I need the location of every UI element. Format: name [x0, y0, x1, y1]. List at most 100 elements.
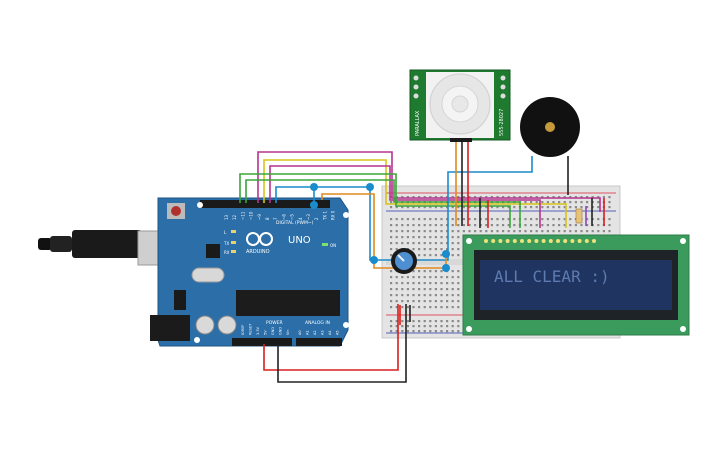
digital-pin-label: ~9 — [257, 214, 262, 220]
breadboard-hole — [429, 254, 432, 257]
breadboard-hole — [395, 218, 398, 221]
breadboard-hole — [446, 294, 449, 297]
breadboard-hole — [440, 300, 443, 303]
breadboard-hole — [485, 230, 488, 233]
arduino-board[interactable]: ARDUINO UNO DIGITAL (PWM~) POWER ANALOG … — [150, 197, 349, 347]
breadboard-hole — [541, 206, 544, 209]
breadboard-hole — [451, 288, 454, 291]
breadboard-hole — [524, 201, 527, 204]
breadboard-hole — [406, 230, 409, 233]
breadboard-hole — [541, 230, 544, 233]
breadboard-hole — [401, 230, 404, 233]
wire-orange — [321, 193, 398, 269]
breadboard-hole — [569, 218, 572, 221]
digital-header[interactable] — [200, 200, 330, 208]
led-tx-label: TX — [223, 241, 229, 246]
breadboard-hole — [586, 196, 589, 199]
potentiometer-icon[interactable] — [391, 248, 417, 274]
breadboard-hole — [457, 236, 460, 239]
breadboard-hole — [390, 248, 393, 251]
breadboard-hole — [496, 206, 499, 209]
breadboard-hole — [440, 218, 443, 221]
breadboard-hole — [412, 330, 415, 333]
breadboard-hole — [462, 218, 465, 221]
breadboard-hole — [530, 201, 533, 204]
wire-5v — [263, 304, 399, 371]
breadboard-hole — [457, 218, 460, 221]
breadboard-hole — [423, 224, 426, 227]
breadboard-hole — [451, 224, 454, 227]
lcd-pin — [498, 239, 503, 243]
breadboard-hole — [591, 196, 594, 199]
breadboard-hole — [485, 196, 488, 199]
breadboard-hole — [502, 218, 505, 221]
breadboard-hole — [418, 300, 421, 303]
breadboard-hole — [597, 224, 600, 227]
breadboard-hole — [602, 230, 605, 233]
led-rx-label: RX — [224, 250, 230, 255]
analog-header[interactable] — [296, 338, 342, 346]
breadboard-hole — [507, 218, 510, 221]
breadboard-hole — [406, 224, 409, 227]
breadboard-hole — [418, 294, 421, 297]
breadboard-hole — [597, 218, 600, 221]
breadboard-hole — [608, 224, 611, 227]
led-l-label: L — [224, 230, 227, 235]
breadboard-hole — [457, 254, 460, 257]
breadboard-hole — [446, 206, 449, 209]
breadboard-hole — [513, 206, 516, 209]
breadboard-hole — [451, 254, 454, 257]
breadboard-hole — [558, 218, 561, 221]
breadboard-hole — [440, 270, 443, 273]
wire-blue-b — [314, 186, 405, 261]
breadboard-hole — [451, 248, 454, 251]
breadboard-hole — [541, 196, 544, 199]
breadboard-hole — [418, 276, 421, 279]
breadboard-hole — [434, 206, 437, 209]
digital-pin-label: 4 — [298, 217, 303, 220]
breadboard-hole — [423, 196, 426, 199]
breadboard-hole — [518, 196, 521, 199]
breadboard-hole — [558, 201, 561, 204]
reset-button-icon[interactable] — [167, 203, 185, 219]
breadboard-hole — [574, 224, 577, 227]
digital-label: DIGITAL (PWM~) — [276, 220, 314, 226]
breadboard-hole — [418, 196, 421, 199]
breadboard-hole — [608, 206, 611, 209]
breadboard-hole — [418, 236, 421, 239]
buzzer-icon[interactable] — [520, 97, 580, 157]
breadboard-hole — [535, 224, 538, 227]
breadboard-hole — [490, 224, 493, 227]
breadboard-hole — [412, 224, 415, 227]
breadboard-hole — [451, 282, 454, 285]
pir-sensor[interactable]: PARALLAX 555-28027 — [409, 69, 511, 142]
breadboard-hole — [530, 224, 533, 227]
breadboard-hole — [423, 306, 426, 309]
lcd-display[interactable]: ALL CLEAR :) — [462, 234, 690, 336]
breadboard-hole — [457, 196, 460, 199]
breadboard-hole — [574, 230, 577, 233]
breadboard-hole — [412, 230, 415, 233]
breadboard-hole — [451, 242, 454, 245]
breadboard-hole — [446, 248, 449, 251]
breadboard-hole — [418, 218, 421, 221]
lcd-pin — [491, 239, 496, 243]
breadboard-hole — [390, 306, 393, 309]
power-header[interactable] — [232, 338, 292, 346]
breadboard-hole — [563, 230, 566, 233]
breadboard-hole — [412, 206, 415, 209]
breadboard-hole — [574, 206, 577, 209]
breadboard-hole — [457, 248, 460, 251]
breadboard-hole — [418, 320, 421, 323]
breadboard-hole — [446, 224, 449, 227]
breadboard-hole — [401, 294, 404, 297]
analog-pin-label: A4 — [328, 330, 332, 335]
breadboard-hole — [440, 294, 443, 297]
breadboard-hole — [434, 248, 437, 251]
breadboard-hole — [423, 248, 426, 251]
breadboard-hole — [390, 236, 393, 239]
breadboard-hole — [401, 196, 404, 199]
breadboard-hole — [412, 300, 415, 303]
breadboard-hole — [552, 196, 555, 199]
